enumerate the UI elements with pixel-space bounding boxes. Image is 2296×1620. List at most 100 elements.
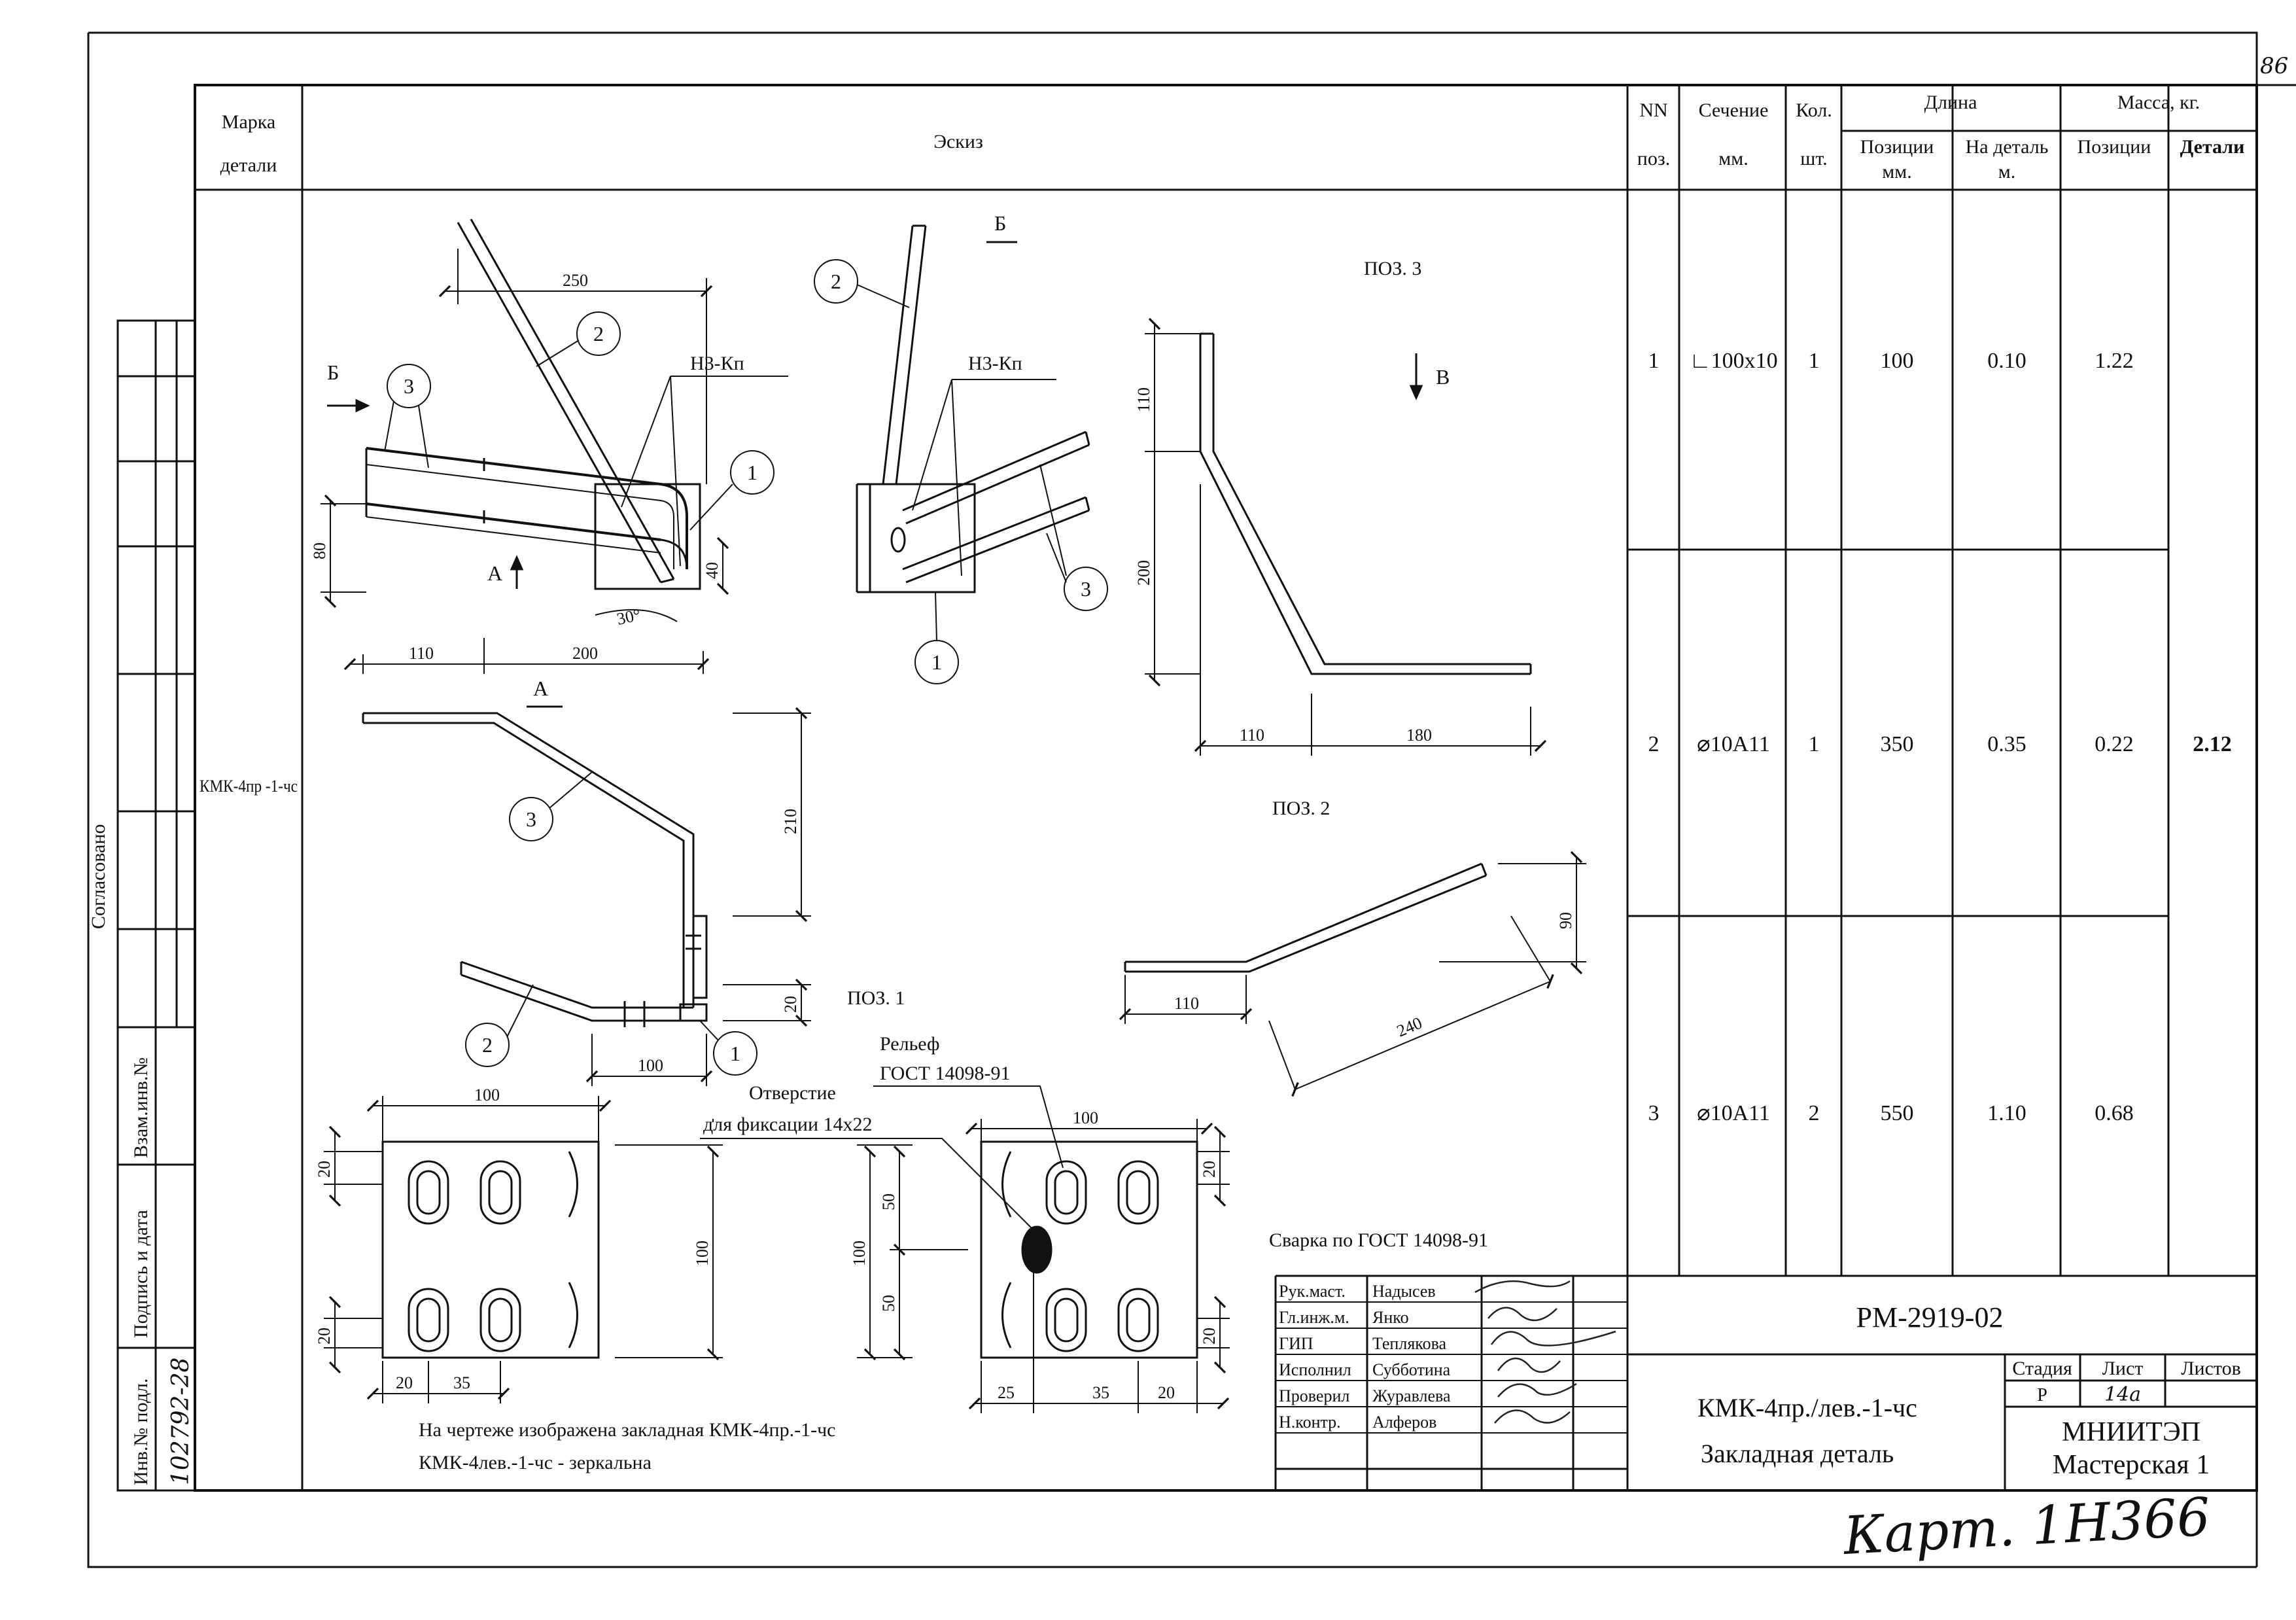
header-mass-pos: Позиции [2078,136,2151,158]
left-margin [116,319,196,1492]
header-mark-2: детали [220,154,277,176]
staff-name: Надысев [1372,1282,1436,1301]
view-a [362,712,708,1027]
table-row: 1 ∟100x10 1 100 0.10 1.22 [1648,349,2134,373]
staff-name: Янко [1372,1308,1409,1327]
dimension-values: 250 80 40 110 200 210 20 100 110 200 110… [310,271,1575,1402]
callout-1: 1 [730,1042,740,1065]
stage-value: Р [2037,1385,2047,1405]
header-qty-1: Кол. [1796,99,1832,121]
dim-value: 100 [850,1241,869,1266]
archive-stamp: Карт. 1Н366 [1841,1487,2212,1566]
view-a-title: А [533,677,548,700]
staff-name: Субботина [1372,1360,1451,1379]
staff-role: Проверил [1279,1386,1349,1405]
dim-value: 20 [1200,1328,1219,1345]
angle-label: 30° [615,605,642,629]
organization-2: Мастерская 1 [2053,1450,2210,1480]
row-pos: 1 [1648,349,1660,373]
staff-role: ГИП [1279,1334,1313,1353]
document-code: РМ-2919-02 [1856,1301,2004,1333]
dim-value: 20 [781,996,800,1013]
dim-value: 20 [315,1328,334,1345]
table-row: 2 ⌀10А11 1 350 0.35 0.22 [1648,732,2134,756]
callout-3: 3 [1081,577,1091,601]
dimension-lines [321,249,1586,1413]
pos3-title: ПОЗ. 3 [1364,258,1421,279]
arrow-a-label: А [487,561,502,585]
weld-mark-2: Н3-Кп [968,353,1022,374]
dim-value: 100 [638,1056,663,1075]
pos2-title: ПОЗ. 2 [1272,798,1330,819]
pos2-profile [1124,862,1487,973]
pos1-plate-right [980,1140,1198,1359]
header-sketch: Эскиз [933,131,983,152]
assembly-view [365,219,701,590]
inv-original-value: 102792-28 [167,1358,194,1485]
dim-value: 100 [693,1241,712,1266]
dim-value: 200 [1134,560,1153,586]
row-len-det: 0.10 [1987,349,2026,373]
drawing-note-2: КМК-4лев.-1-чс - зеркальна [419,1452,652,1473]
dim-value: 210 [781,809,800,834]
stage-header: Стадия [2012,1358,2072,1379]
arrow-b-label: Б [327,361,339,384]
signature-date-label: Подпись и дата [130,1210,152,1338]
dim-value: 35 [1092,1383,1109,1402]
dim-value: 20 [1158,1383,1175,1402]
row-mass-pos: 0.68 [2095,1101,2134,1125]
staff-role: Исполнил [1279,1360,1351,1379]
callout-3: 3 [526,807,536,831]
direction-arrows [327,241,1423,708]
signatures [1474,1280,1616,1424]
mark-value: КМК-4пр -1-чс [200,777,298,796]
callout-1: 1 [931,650,942,674]
header-mass: Масса, кг. [2117,92,2200,113]
dim-value: 250 [563,271,588,290]
header-len-pos-1: Позиции [1860,136,1934,158]
header-mass-det: Детали [2180,136,2245,158]
header-length: Длина [1924,92,1977,113]
dim-value: 110 [1240,726,1264,745]
header-len-det-2: м. [1998,161,2015,183]
staff-role: Гл.инж.м. [1279,1308,1349,1327]
table-row: 3 ⌀10А11 2 550 1.10 0.68 [1648,1101,2134,1125]
pos3-profile [1199,332,1532,675]
callout-1: 1 [747,461,757,484]
dim-value: 50 [879,1193,898,1210]
mass-total: 2.12 [2193,732,2232,756]
dim-value: 100 [474,1085,500,1104]
pos1-title: ПОЗ. 1 [847,987,905,1009]
table-rows: 1 ∟100x10 1 100 0.10 1.22 2 ⌀10А11 1 350… [1648,349,2232,1125]
arrow-v-label: В [1436,365,1450,389]
staff-name: Алферов [1372,1413,1436,1432]
row-pos: 3 [1648,1101,1660,1125]
inv-original-label: Инв.№ подл. [130,1379,152,1485]
sketch-area [321,219,1586,1413]
callout-2: 2 [831,270,841,293]
staff-role: Рук.маст. [1279,1282,1346,1301]
callout-2: 2 [482,1033,493,1057]
dim-value: 200 [572,644,598,663]
header-qty-2: шт. [1800,148,1827,169]
staff-role: Н.контр. [1279,1413,1341,1432]
dim-value: 110 [1134,387,1153,412]
dim-value: 90 [1556,912,1575,929]
relief-label-2: ГОСТ 14098-91 [880,1063,1010,1084]
replacement-inv-label: Взам.инв.№ [130,1057,152,1158]
dim-value: 50 [879,1295,898,1312]
header-section-2: мм. [1718,148,1748,169]
row-len-pos: 100 [1881,349,1914,373]
row-mass-pos: 1.22 [2095,349,2134,373]
document-name-2: Закладная деталь [1701,1439,1894,1468]
pos1-plate-left [381,1140,600,1359]
hole-label-1: Отверстие [749,1082,836,1104]
weld-mark-1: Н3-Кп [690,353,744,374]
relief-label-1: Рельеф [880,1033,939,1055]
row-section: ⌀10А11 [1697,732,1770,756]
dim-value: 110 [409,644,434,663]
callout-2: 2 [593,322,604,345]
sheet-header: Лист [2102,1358,2144,1379]
organization-1: МНИИТЭП [2062,1417,2200,1447]
